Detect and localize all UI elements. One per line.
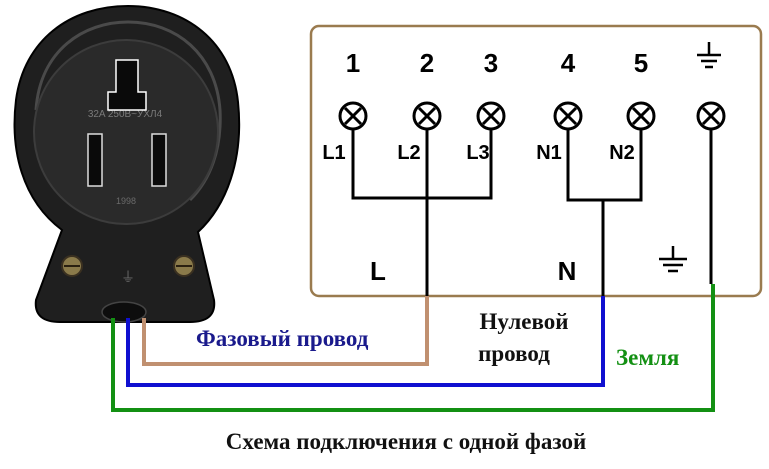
phase-wire-label: Фазовый провод — [196, 326, 369, 351]
neutral-wire-label-line1: Нулевой — [480, 309, 569, 334]
terminal-number-3: 3 — [484, 48, 498, 78]
socket-right-slot — [151, 133, 167, 187]
terminal-label-l2: L2 — [397, 142, 420, 164]
terminal-label-n1: N1 — [536, 142, 562, 164]
phase-bus-label: L — [370, 256, 386, 286]
terminal-block-frame — [309, 24, 763, 298]
neutral-wire-label-line2: провод — [478, 341, 550, 366]
socket-rating-text: 32A 250В~УХЛ4 — [88, 109, 163, 120]
terminal-screw-2 — [412, 101, 442, 131]
terminal-number-2: 2 — [420, 48, 434, 78]
terminal-label-n2: N2 — [609, 142, 635, 164]
neutral-bus-label: N — [558, 256, 577, 286]
terminal-label-l3: L3 — [466, 142, 489, 164]
socket-left-slot — [87, 133, 103, 187]
socket-face — [33, 39, 219, 225]
ground-wire-label: Земля — [616, 345, 679, 370]
terminal-screw-3 — [476, 101, 506, 131]
terminal-number-5: 5 — [634, 48, 648, 78]
socket-screw-left — [61, 255, 83, 277]
terminal-number-1: 1 — [346, 48, 360, 78]
terminal-label-l1: L1 — [322, 142, 345, 164]
terminal-number-4: 4 — [561, 48, 576, 78]
socket-year-text: 1998 — [116, 196, 136, 206]
socket-screw-right — [173, 255, 195, 277]
terminal-screw-4 — [553, 101, 583, 131]
terminal-screw-1 — [338, 101, 368, 131]
socket-cable-entry — [101, 301, 147, 323]
phase-wire — [142, 296, 429, 366]
power-socket: 32A 250В~УХЛ4 1998 ⏚ — [13, 4, 241, 323]
ground-icon — [697, 42, 721, 69]
ground-wire — [111, 284, 715, 412]
diagram-caption: Схема подключения с одной фазой — [226, 429, 586, 454]
terminal-screw-ground — [696, 101, 726, 131]
phase-jumper — [351, 130, 493, 296]
ground-icon — [659, 246, 687, 273]
socket-ground-mark: ⏚ — [121, 270, 135, 286]
neutral-jumper — [566, 130, 643, 296]
socket-top-slot — [107, 59, 147, 111]
terminal-screw-5 — [626, 101, 656, 131]
neutral-wire — [126, 296, 605, 387]
